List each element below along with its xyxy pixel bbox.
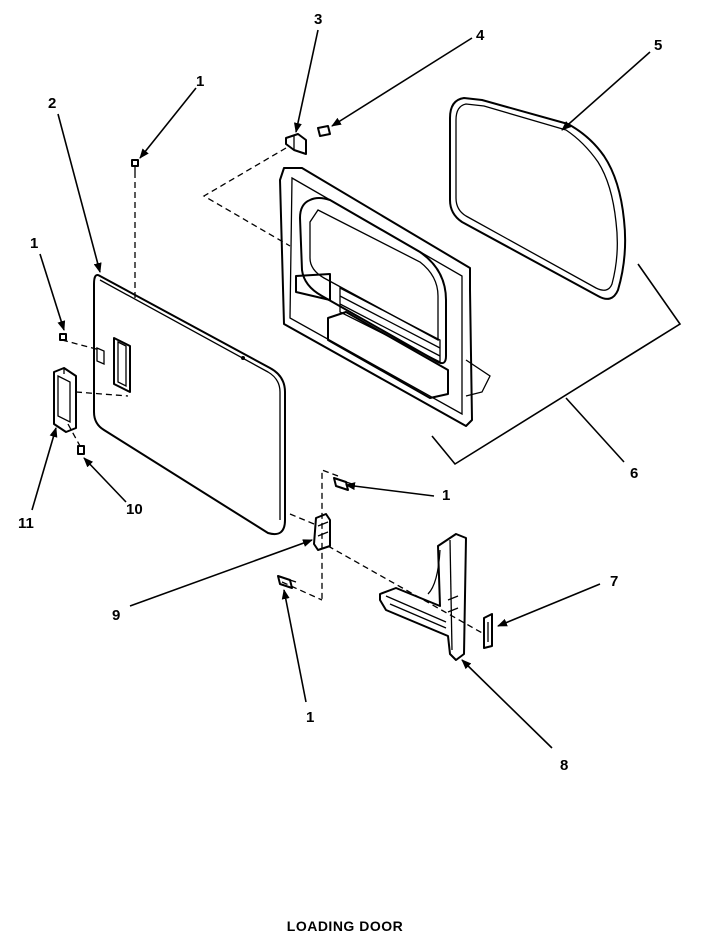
callout-11: 11 <box>18 515 34 532</box>
callout-9: 9 <box>112 607 120 624</box>
callout-3: 3 <box>314 11 322 28</box>
group-bracket-6 <box>431 263 682 466</box>
screw-hinge-lower <box>277 575 297 589</box>
front-door-opening-panel <box>279 167 491 427</box>
callout-4: 4 <box>476 27 485 44</box>
callout-6: 6 <box>630 465 638 482</box>
callout-5: 5 <box>654 37 662 54</box>
screw-hinge-upper <box>333 477 353 491</box>
screw-handle-left <box>59 333 67 341</box>
callout-1-right: 1 <box>442 487 450 504</box>
strike-bracket <box>285 133 307 155</box>
door-seal-gasket <box>449 97 627 300</box>
callout-10: 10 <box>126 501 143 518</box>
hinge-plate <box>313 513 331 551</box>
callout-2: 2 <box>48 95 56 112</box>
lower-hinge-bracket <box>379 533 467 661</box>
hinge-clip <box>483 613 493 649</box>
callout-7: 7 <box>610 573 618 590</box>
loading-door-panel <box>93 274 286 536</box>
callout-labels: 1 2 1 3 4 5 6 1 7 8 9 1 10 11 <box>18 11 662 774</box>
callout-8: 8 <box>560 757 568 774</box>
screw-handle-bottom-10 <box>77 445 85 455</box>
door-handle <box>53 367 77 433</box>
latch-clip <box>317 125 331 137</box>
assembly-guide-lines <box>61 147 485 635</box>
callout-1-bottom: 1 <box>306 709 314 726</box>
screw-door-top <box>131 159 139 172</box>
diagram-caption: LOADING DOOR <box>286 918 404 934</box>
leader-lines <box>31 29 651 749</box>
callout-1-top: 1 <box>196 73 204 90</box>
callout-1-left: 1 <box>30 235 38 252</box>
